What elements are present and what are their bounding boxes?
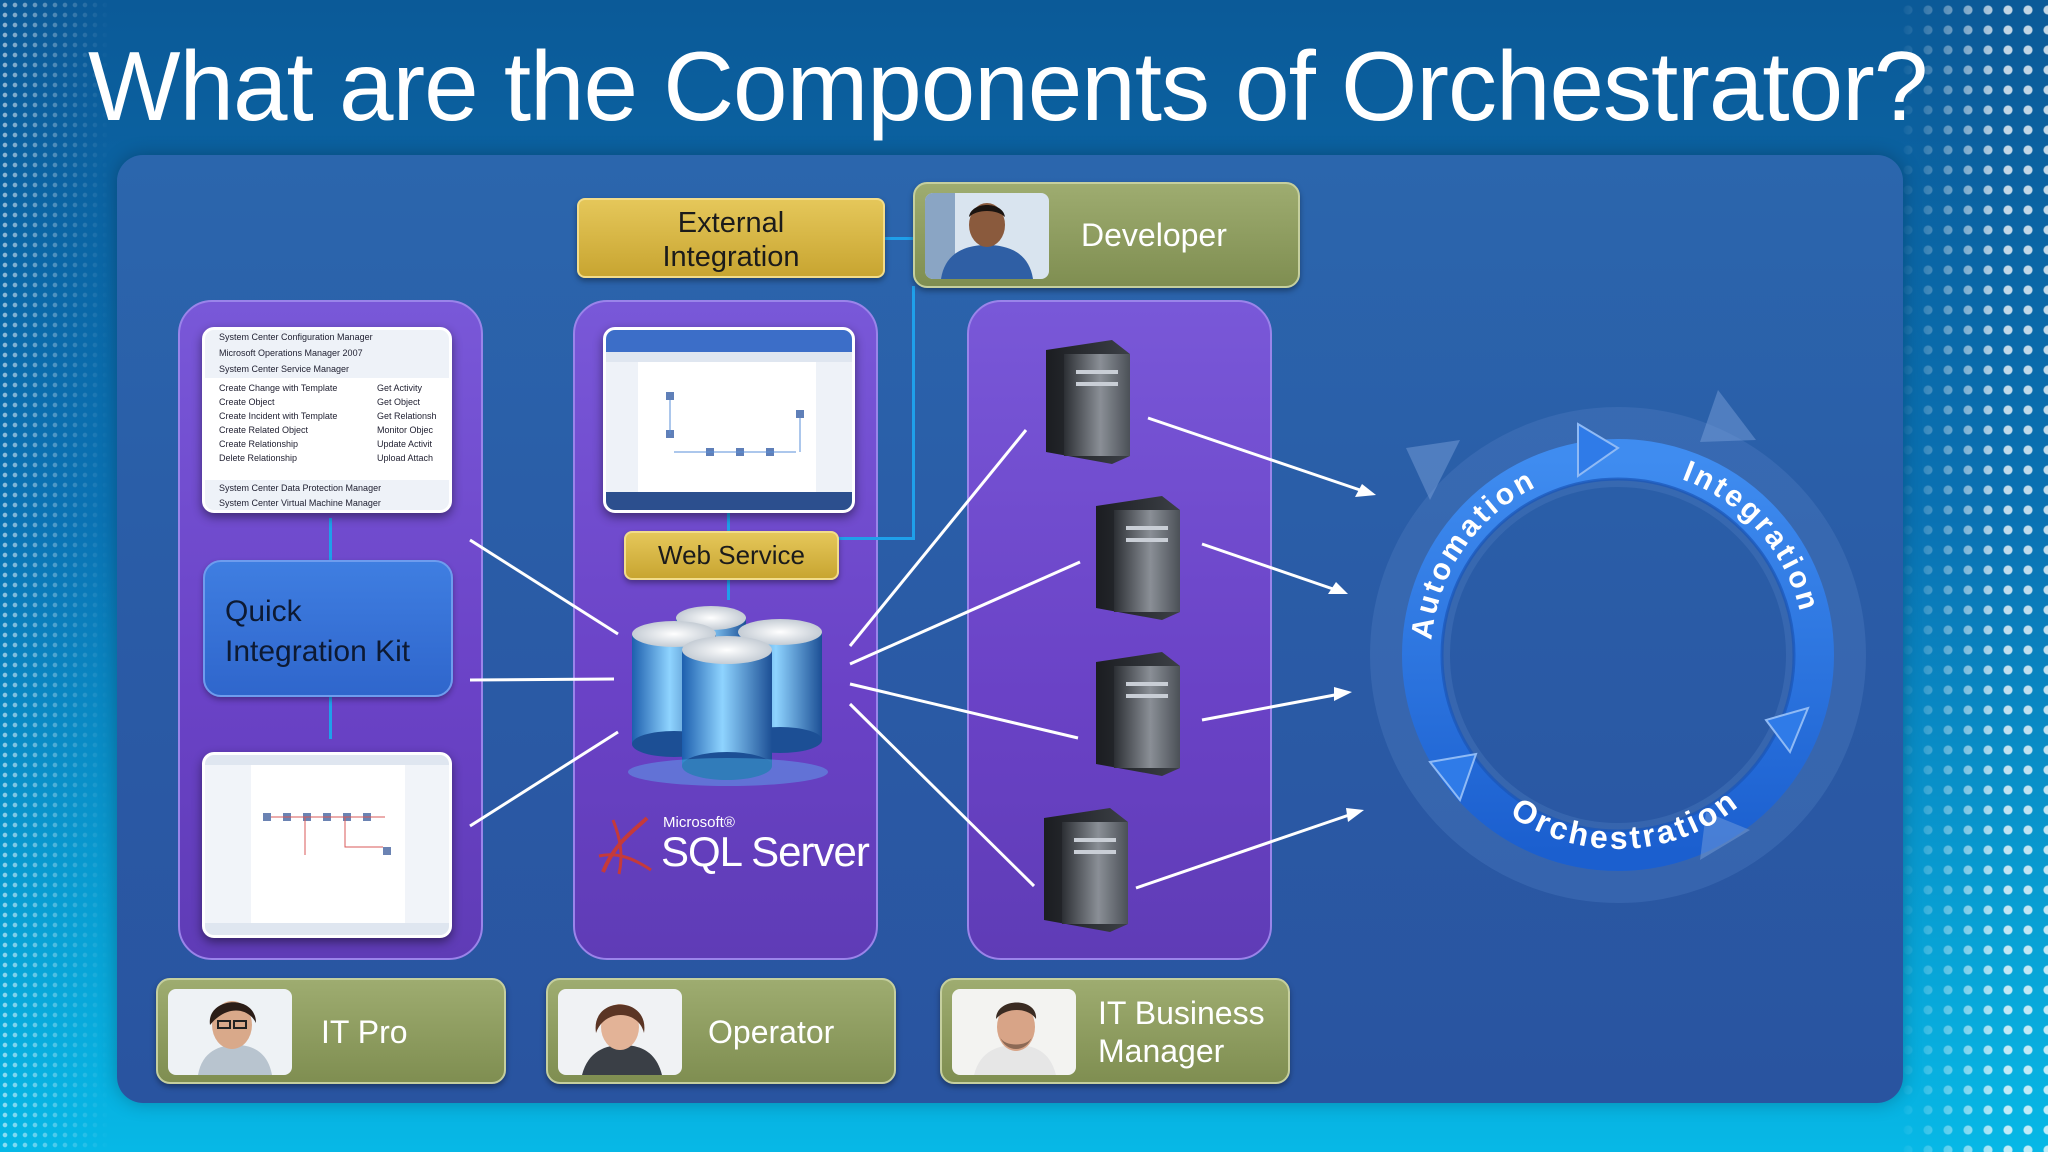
connector-line <box>727 512 730 532</box>
runbook-tester-thumbnail <box>205 755 449 935</box>
developer-label: Developer <box>1081 217 1227 253</box>
operator-avatar <box>558 989 682 1075</box>
it-pro-persona-card: IT Pro <box>156 978 506 1084</box>
runbook-server-icons <box>1044 340 1180 932</box>
menu-footer-item: System Center Virtual Machine Manager <box>219 498 381 508</box>
sql-vendor-text: Microsoft® <box>663 814 735 831</box>
orchestration-cycle: Automation Integration Orchestration <box>1370 390 1866 903</box>
menu-item: Get Activity <box>377 383 423 393</box>
menu-footer-item: System Center Data Protection Manager <box>219 483 382 493</box>
sql-server-icon <box>598 816 652 875</box>
web-service-box: Web Service <box>624 531 839 580</box>
quick-integration-kit-box: Quick Integration Kit <box>203 560 453 697</box>
menu-item: Get Object <box>377 397 421 407</box>
connector-line <box>838 537 915 540</box>
integration-pack-menu-screenshot: System Center Configuration Manager Micr… <box>202 327 452 513</box>
connector-line <box>727 578 730 600</box>
slide-title: What are the Components of Orchestrator? <box>88 31 1928 141</box>
decorative-dot-pattern-right <box>1898 0 2048 1152</box>
sql-server-logo: Microsoft® SQL Server <box>595 808 875 888</box>
menu-item: Create Incident with Template <box>219 411 338 421</box>
runbook-designer-screenshot <box>603 327 855 513</box>
quick-integration-kit-label: Quick Integration Kit <box>225 595 411 668</box>
menu-header-item: System Center Service Manager <box>219 364 350 374</box>
business-manager-label: IT Business Manager <box>1098 995 1265 1069</box>
menu-item: Upload Attach <box>377 453 434 463</box>
it-pro-label: IT Pro <box>321 1014 408 1050</box>
menu-item: Get Relationsh <box>377 411 437 421</box>
menu-item: Delete Relationship <box>219 453 298 463</box>
connector-line <box>912 286 915 540</box>
connector-line <box>329 697 332 739</box>
menu-header-item: Microsoft Operations Manager 2007 <box>219 348 363 358</box>
external-integration-label: External Integration <box>662 207 800 273</box>
business-manager-avatar <box>952 989 1076 1075</box>
menu-header-item: System Center Configuration Manager <box>219 332 373 342</box>
menu-item: Create Change with Template <box>219 383 338 393</box>
external-integration-box: External Integration <box>577 198 885 278</box>
runbook-tester-screenshot <box>202 752 452 938</box>
menu-item: Update Activit <box>377 439 433 449</box>
flow-arrows <box>469 416 1361 890</box>
runbook-designer-thumbnail <box>606 330 852 510</box>
business-manager-persona-card: IT Business Manager <box>940 978 1290 1084</box>
it-pro-avatar <box>168 989 292 1075</box>
connector-line <box>329 518 332 562</box>
operator-persona-card: Operator <box>546 978 896 1084</box>
database-icon <box>628 606 828 786</box>
developer-avatar <box>925 193 1049 279</box>
sql-product-text: SQL Server <box>661 828 870 875</box>
operator-label: Operator <box>708 1014 835 1050</box>
menu-item: Create Object <box>219 397 275 407</box>
web-service-label: Web Service <box>658 540 805 570</box>
connector-line <box>883 237 915 240</box>
menu-item: Create Relationship <box>219 439 299 449</box>
menu-item: Monitor Objec <box>377 425 434 435</box>
arrow-heads <box>1328 484 1376 822</box>
developer-persona-card: Developer <box>913 182 1300 288</box>
decorative-dot-pattern-left <box>0 0 110 1152</box>
menu-item: Create Related Object <box>219 425 309 435</box>
